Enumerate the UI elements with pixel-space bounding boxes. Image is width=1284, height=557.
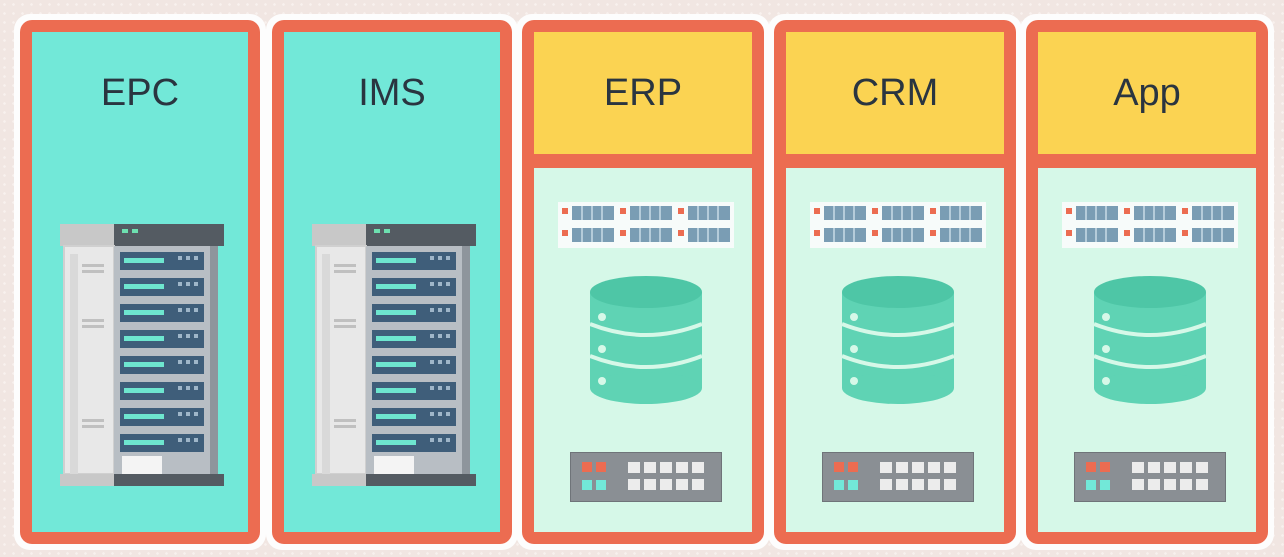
panel-body: IMS <box>284 32 500 532</box>
panel-header: CRM <box>786 32 1004 154</box>
panel-epc: EPC <box>14 14 266 550</box>
panel-title-ims: IMS <box>358 72 426 114</box>
panel-title-erp: ERP <box>603 72 683 114</box>
panel-erp: ERP <box>516 14 770 550</box>
disk-array-icon <box>558 202 734 248</box>
network-switch-icon <box>822 452 974 502</box>
panel-frame: IMS <box>272 20 512 544</box>
panel-content <box>1038 168 1256 532</box>
database-icon <box>838 274 958 406</box>
panel-body: App <box>1038 32 1256 532</box>
panel-ims: IMS <box>266 14 518 550</box>
panel-divider <box>1038 154 1256 168</box>
panel-body: EPC <box>32 32 248 532</box>
network-switch-icon <box>570 452 722 502</box>
panel-title-epc: EPC <box>100 72 180 114</box>
disk-array-icon <box>810 202 986 248</box>
panel-crm: CRM <box>768 14 1022 550</box>
panel-body: CRM <box>786 32 1004 532</box>
panel-frame: CRM <box>774 20 1016 544</box>
panel-title-app: App <box>1113 72 1181 114</box>
panel-app: App <box>1020 14 1274 550</box>
panel-title-crm: CRM <box>851 72 939 114</box>
panel-frame: ERP <box>522 20 764 544</box>
server-rack-icon <box>60 224 224 488</box>
network-switch-icon <box>1074 452 1226 502</box>
panel-frame: EPC <box>20 20 260 544</box>
panel-body: ERP <box>534 32 752 532</box>
server-rack-icon <box>312 224 476 488</box>
panel-content <box>786 168 1004 532</box>
panel-divider <box>534 154 752 168</box>
panel-header: ERP <box>534 32 752 154</box>
panel-divider <box>786 154 1004 168</box>
panel-content <box>534 168 752 532</box>
panel-frame: App <box>1026 20 1268 544</box>
database-icon <box>586 274 706 406</box>
panel-header: App <box>1038 32 1256 154</box>
database-icon <box>1090 274 1210 406</box>
disk-array-icon <box>1062 202 1238 248</box>
